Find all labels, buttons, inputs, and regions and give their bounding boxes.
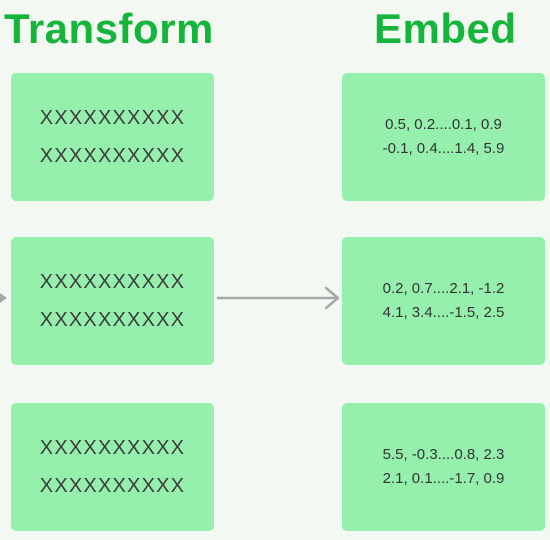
transform-text-line: XXXXXXXXXX [39, 107, 186, 129]
transform-text-line: XXXXXXXXXX [39, 437, 186, 459]
embed-vector-line: 4.1, 3.4....-1.5, 2.5 [382, 304, 505, 321]
right-arrow-icon [216, 286, 340, 310]
embed-vector-line: 5.5, -0.3....0.8, 2.3 [382, 446, 505, 463]
embed-vector-line: 0.5, 0.2....0.1, 0.9 [385, 116, 502, 133]
incoming-arrow-tip-icon [0, 293, 7, 303]
embed-vector-line: -0.1, 0.4....1.4, 5.9 [382, 140, 505, 157]
embed-box-3: 5.5, -0.3....0.8, 2.3 2.1, 0.1....-1.7, … [342, 403, 545, 531]
embed-box-2: 0.2, 0.7....2.1, -1.2 4.1, 3.4....-1.5, … [342, 237, 545, 365]
transform-heading: Transform [4, 5, 214, 52]
embed-box-1: 0.5, 0.2....0.1, 0.9 -0.1, 0.4....1.4, 5… [342, 73, 545, 201]
transform-box-1: XXXXXXXXXX XXXXXXXXXX [11, 73, 214, 201]
transform-text-line: XXXXXXXXXX [39, 271, 186, 293]
arrow-head [324, 286, 340, 310]
embed-heading: Embed [374, 5, 517, 52]
transform-box-2: XXXXXXXXXX XXXXXXXXXX [11, 237, 214, 365]
transform-text-line: XXXXXXXXXX [39, 309, 186, 331]
embed-vector-line: 2.1, 0.1....-1.7, 0.9 [382, 470, 505, 487]
transform-text-line: XXXXXXXXXX [39, 145, 186, 167]
embed-vector-line: 0.2, 0.7....2.1, -1.2 [382, 280, 505, 297]
transform-text-line: XXXXXXXXXX [39, 475, 186, 497]
transform-box-3: XXXXXXXXXX XXXXXXXXXX [11, 403, 214, 531]
